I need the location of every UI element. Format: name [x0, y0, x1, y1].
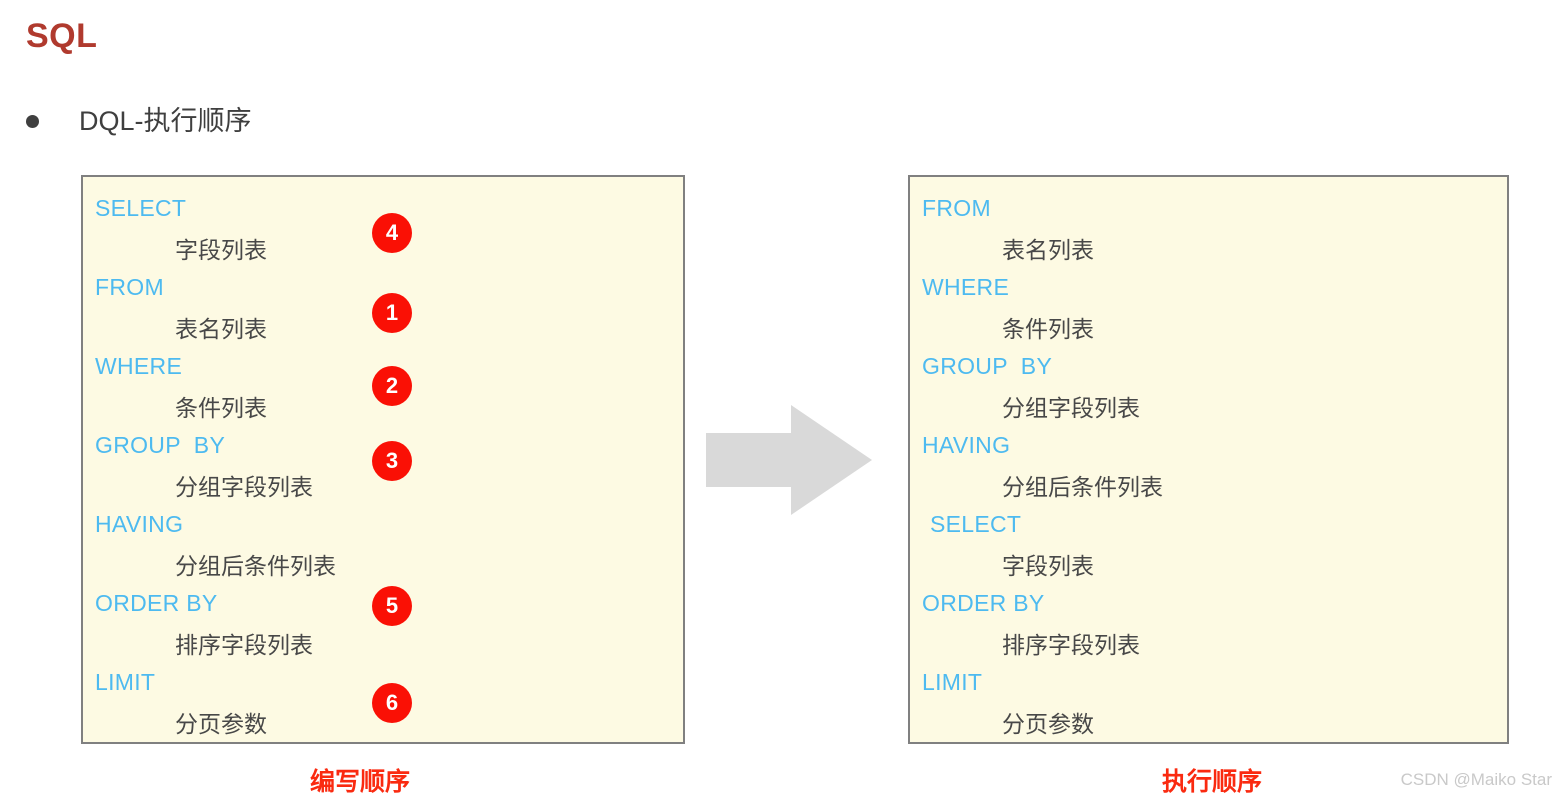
- sql-keyword: FROM: [922, 195, 991, 222]
- section-heading-label: DQL-执行顺序: [79, 106, 252, 136]
- code-line: LIMIT: [95, 663, 675, 703]
- exec-order-caption: 执行顺序: [1162, 768, 1263, 796]
- code-line: 排序字段列表: [95, 624, 675, 664]
- sql-keyword: FROM: [95, 274, 164, 301]
- code-line: 分组后条件列表: [922, 466, 1499, 506]
- sql-value: 分页参数: [175, 711, 267, 738]
- step-badge-orderby: 5: [372, 586, 412, 626]
- step-badge-limit: 6: [372, 683, 412, 723]
- sql-keyword: ORDER BY: [922, 590, 1045, 617]
- code-line: LIMIT: [922, 663, 1499, 703]
- sql-value: 排序字段列表: [1002, 632, 1140, 659]
- step-badge-groupby: 3: [372, 441, 412, 481]
- sql-value: 表名列表: [175, 316, 267, 343]
- step-badge-select: 4: [372, 213, 412, 253]
- sql-keyword: SELECT: [930, 511, 1022, 538]
- code-line: WHERE: [95, 347, 675, 387]
- sql-keyword: LIMIT: [95, 669, 156, 696]
- code-line: HAVING: [95, 505, 675, 545]
- code-line: GROUP BY: [922, 347, 1499, 387]
- sql-keyword: HAVING: [922, 432, 1011, 459]
- code-line: HAVING: [922, 426, 1499, 466]
- code-line: 分页参数: [95, 703, 675, 743]
- sql-value: 分组后条件列表: [1002, 474, 1163, 501]
- watermark: CSDN @Maiko Star: [1400, 770, 1552, 789]
- sql-keyword: HAVING: [95, 511, 184, 538]
- exec-order-panel: FROM 表名列表 WHERE 条件列表 GROUP BY 分组字段列表 HAV…: [908, 175, 1509, 744]
- sql-keyword: WHERE: [95, 353, 183, 380]
- code-line: ORDER BY: [95, 584, 675, 624]
- sql-keyword: GROUP BY: [922, 353, 1053, 380]
- sql-keyword: LIMIT: [922, 669, 983, 696]
- sql-value: 条件列表: [1002, 316, 1094, 343]
- right-arrow-icon: [706, 405, 872, 515]
- sql-value: 分组字段列表: [175, 474, 313, 501]
- write-order-code-block: SELECT 字段列表 FROM 表名列表 WHERE 条件列表 GROUP B…: [95, 189, 675, 742]
- code-line: FROM: [95, 268, 675, 308]
- bullet-dot-icon: [26, 114, 39, 128]
- code-line: SELECT: [95, 189, 675, 229]
- sql-keyword: ORDER BY: [95, 590, 218, 617]
- code-line: 表名列表: [922, 229, 1499, 269]
- code-line: 排序字段列表: [922, 624, 1499, 664]
- sql-keyword: GROUP BY: [95, 432, 226, 459]
- sql-value: 条件列表: [175, 395, 267, 422]
- page-title: SQL: [26, 17, 98, 55]
- sql-value: 分组后条件列表: [175, 553, 336, 580]
- sql-value: 分页参数: [1002, 711, 1094, 738]
- code-line: 分页参数: [922, 703, 1499, 743]
- code-line: 表名列表: [95, 308, 675, 348]
- code-line: 条件列表: [95, 387, 675, 427]
- section-heading: DQL-执行顺序: [26, 104, 252, 138]
- sql-keyword: SELECT: [95, 195, 187, 222]
- code-line: 字段列表: [95, 229, 675, 269]
- step-badge-from: 1: [372, 293, 412, 333]
- exec-order-code-block: FROM 表名列表 WHERE 条件列表 GROUP BY 分组字段列表 HAV…: [922, 189, 1499, 742]
- code-line: SELECT: [922, 505, 1499, 545]
- sql-value: 分组字段列表: [1002, 395, 1140, 422]
- code-line: 条件列表: [922, 308, 1499, 348]
- code-line: 分组字段列表: [922, 387, 1499, 427]
- sql-value: 字段列表: [175, 237, 267, 264]
- code-line: 分组字段列表: [95, 466, 675, 506]
- code-line: WHERE: [922, 268, 1499, 308]
- write-order-caption: 编写顺序: [310, 768, 411, 796]
- code-line: 分组后条件列表: [95, 545, 675, 585]
- step-badge-where: 2: [372, 366, 412, 406]
- code-line: 字段列表: [922, 545, 1499, 585]
- code-line: ORDER BY: [922, 584, 1499, 624]
- sql-value: 排序字段列表: [175, 632, 313, 659]
- code-line: FROM: [922, 189, 1499, 229]
- sql-keyword: WHERE: [922, 274, 1010, 301]
- sql-value: 字段列表: [1002, 553, 1094, 580]
- code-line: GROUP BY: [95, 426, 675, 466]
- write-order-panel: SELECT 字段列表 FROM 表名列表 WHERE 条件列表 GROUP B…: [81, 175, 685, 744]
- sql-value: 表名列表: [1002, 237, 1094, 264]
